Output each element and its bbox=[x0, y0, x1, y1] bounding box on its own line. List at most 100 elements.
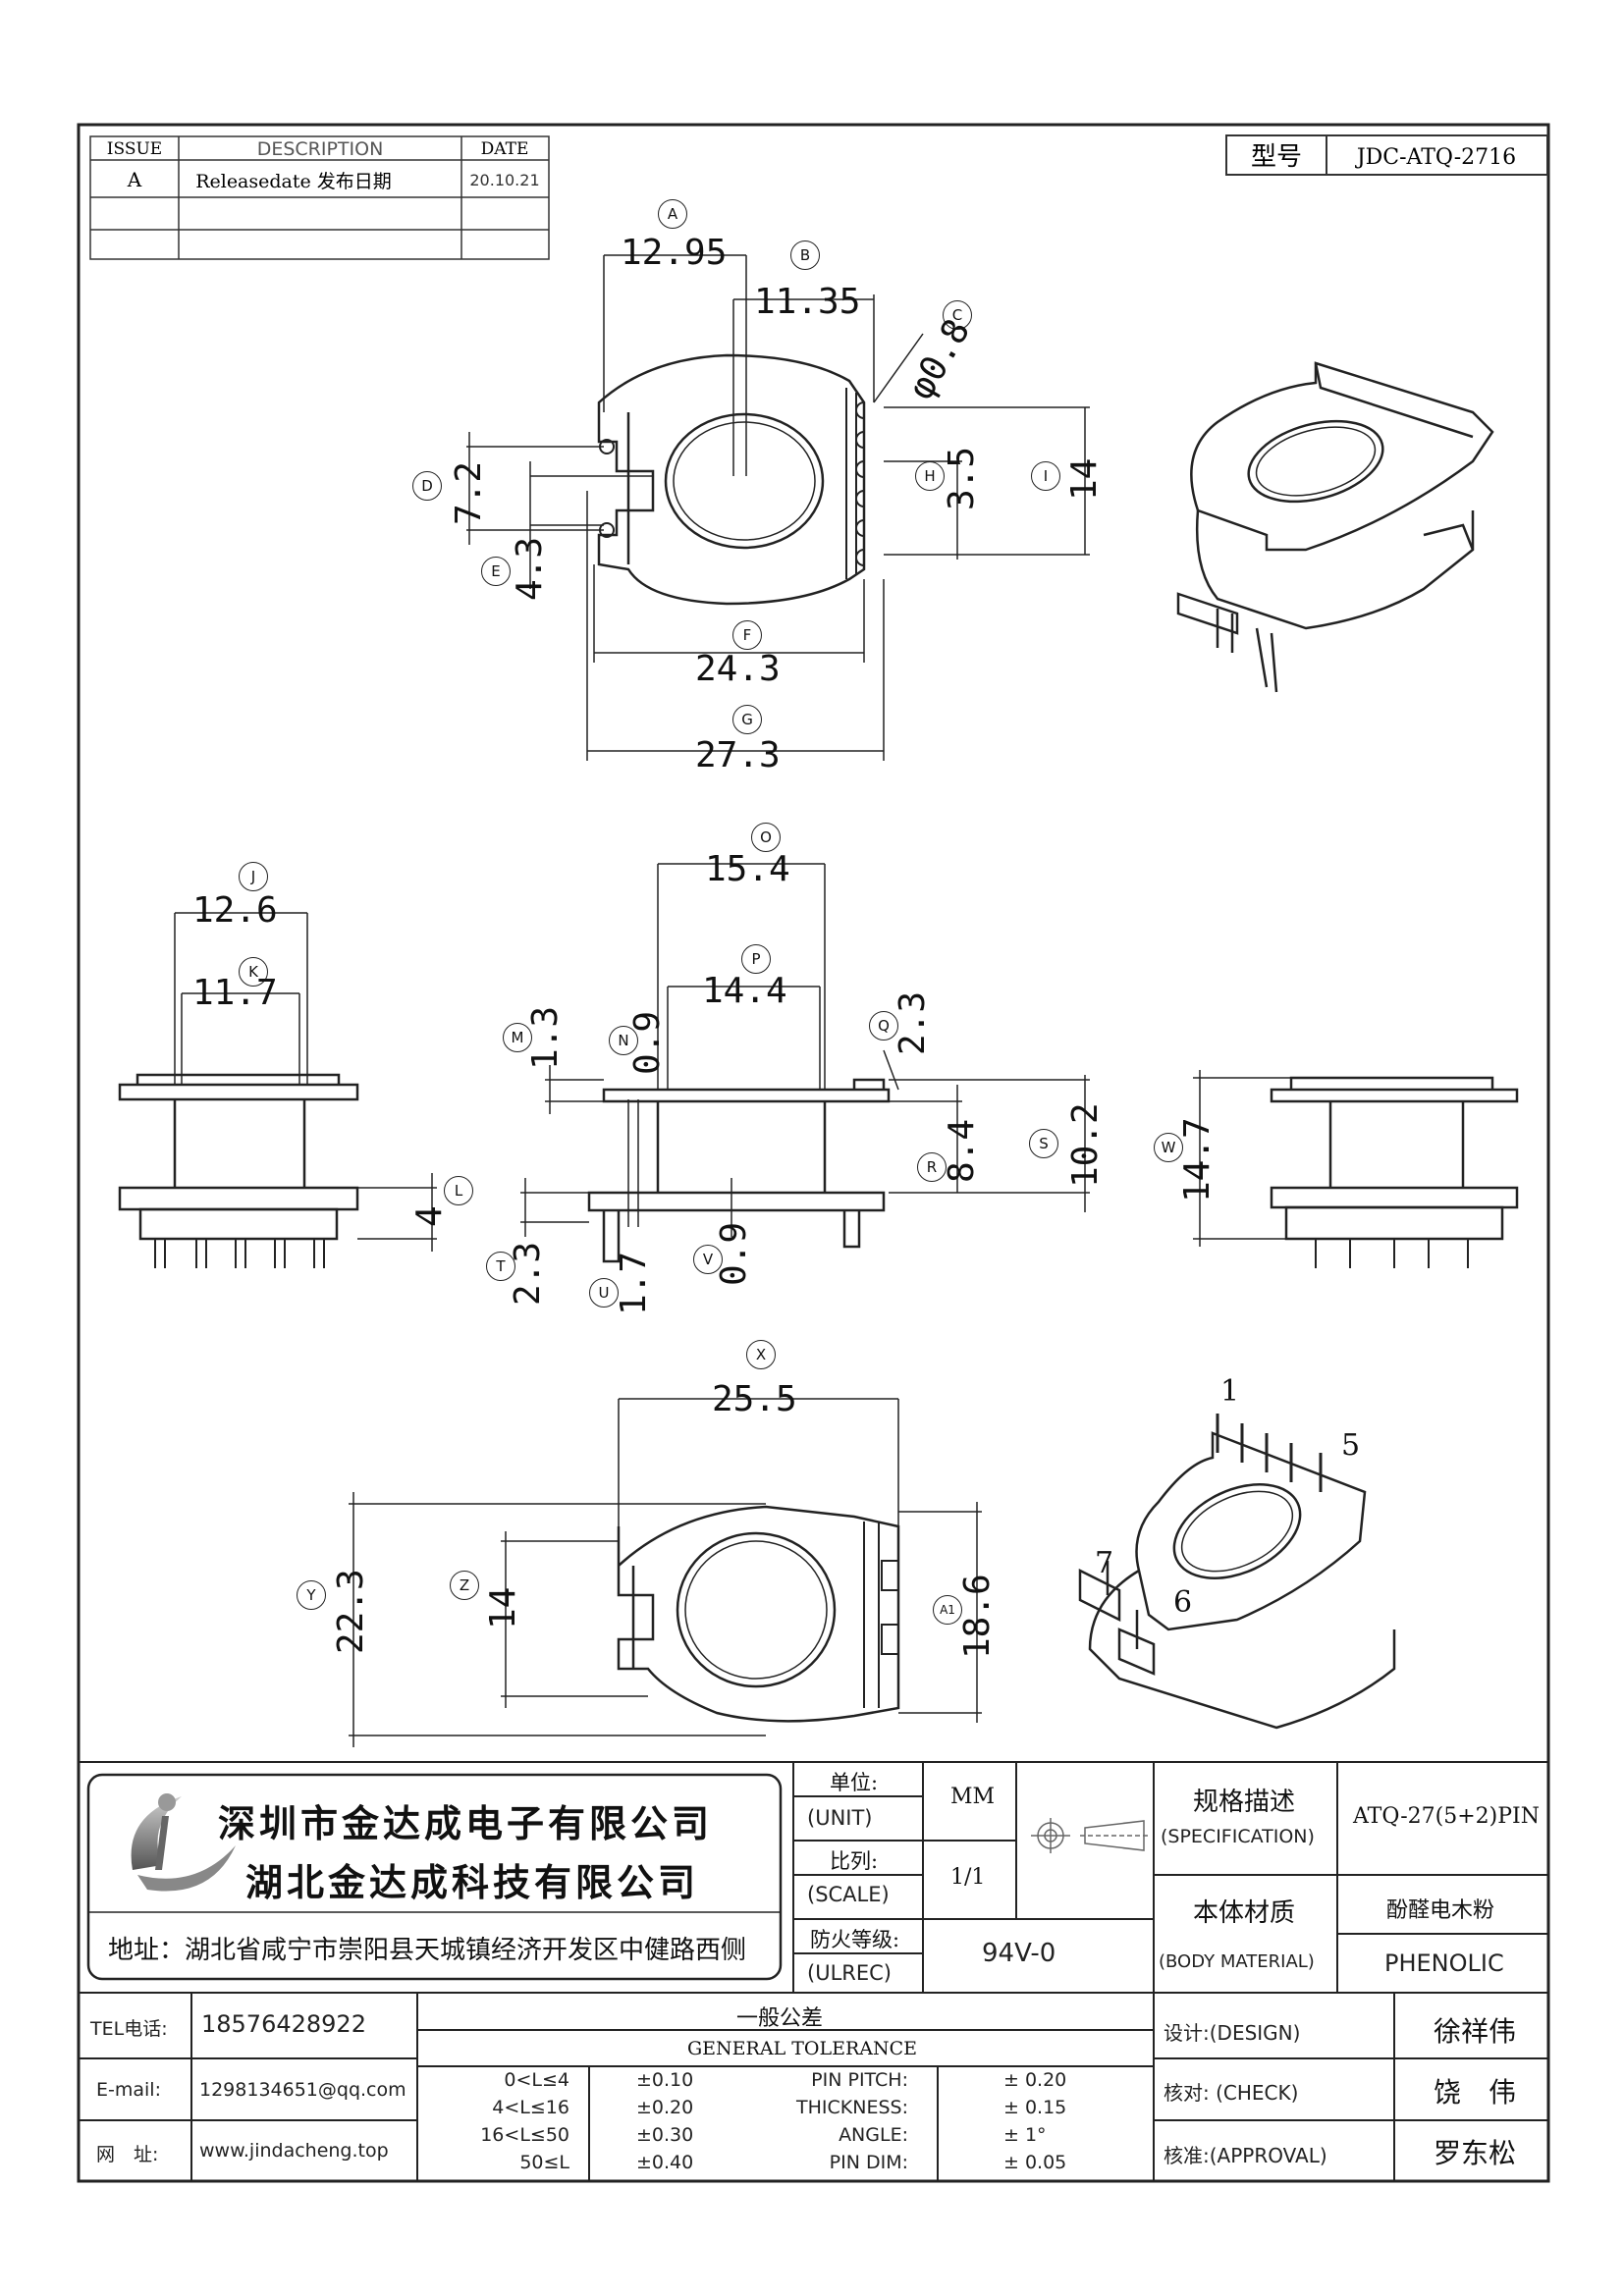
tolerance-title-en: GENERAL TOLERANCE bbox=[687, 2038, 918, 2059]
dim-j: 12.6 bbox=[192, 890, 278, 931]
top-view-dimension-lines bbox=[466, 254, 1090, 761]
pin-label-5: 5 bbox=[1341, 1428, 1361, 1463]
callout-e: E bbox=[481, 557, 511, 586]
rev-description-value: Releasedate 发布日期 bbox=[195, 171, 392, 192]
tol-value-0: ±0.10 bbox=[636, 2069, 694, 2091]
callout-m: M bbox=[503, 1023, 532, 1052]
dim-u: 1.7 bbox=[614, 1251, 654, 1315]
model-label: 型号 bbox=[1251, 142, 1302, 172]
dim-b: 11.35 bbox=[754, 282, 861, 322]
unit-label-en: (UNIT) bbox=[807, 1806, 873, 1830]
tol-range-0: 0<L≤4 bbox=[504, 2069, 569, 2091]
company-name-2: 湖北金达成科技有限公司 bbox=[245, 1861, 700, 1904]
email-value: 1298134651@qq.com bbox=[199, 2079, 406, 2101]
fire-label-en: (ULREC) bbox=[807, 1961, 892, 1985]
callout-r: R bbox=[917, 1152, 947, 1182]
fire-label: 防火等级: bbox=[810, 1928, 900, 1951]
bottom-view bbox=[617, 1505, 900, 1723]
callout-t: T bbox=[486, 1252, 515, 1281]
dim-n: 0.9 bbox=[627, 1010, 668, 1075]
design-name: 徐祥伟 bbox=[1434, 2015, 1517, 2048]
unit-value: MM bbox=[950, 1785, 996, 1809]
design-label: 设计:(DESIGN) bbox=[1164, 2021, 1301, 2045]
spec-tol-name-1: THICKNESS: bbox=[796, 2097, 908, 2118]
dim-y: 22.3 bbox=[331, 1569, 371, 1654]
pin-label-1: 1 bbox=[1220, 1374, 1240, 1409]
model-box bbox=[1225, 134, 1548, 176]
callout-x: X bbox=[746, 1340, 776, 1369]
dim-q: 2.3 bbox=[893, 990, 933, 1055]
callout-p: P bbox=[741, 944, 771, 974]
company-logo bbox=[131, 1793, 236, 1892]
dim-s: 10.2 bbox=[1065, 1102, 1106, 1188]
callout-k: K bbox=[239, 957, 268, 987]
tel-value: 18576428922 bbox=[201, 2010, 366, 2038]
email-label: E-mail: bbox=[96, 2079, 161, 2101]
company-address: 地址：湖北省咸宁市崇阳县天城镇经济开发区中健路西侧 bbox=[108, 1936, 747, 1965]
dim-o: 15.4 bbox=[705, 849, 790, 889]
iso-view-bottom bbox=[1078, 1414, 1396, 1730]
side-view-right bbox=[1270, 1076, 1519, 1268]
rev-header-date: DATE bbox=[481, 139, 529, 159]
tel-label: TEL电话: bbox=[90, 2018, 168, 2040]
dim-i: 14 bbox=[1064, 457, 1105, 501]
top-view bbox=[597, 353, 866, 606]
callout-b: B bbox=[790, 240, 820, 270]
callout-d: D bbox=[412, 471, 442, 501]
dim-d: 7.2 bbox=[449, 460, 489, 525]
dim-p: 14.4 bbox=[702, 971, 787, 1011]
unit-label: 单位: bbox=[830, 1771, 879, 1794]
spec-tol-name-3: PIN DIM: bbox=[829, 2152, 908, 2173]
dim-t: 2.3 bbox=[508, 1241, 548, 1306]
callout-a1: A1 bbox=[933, 1595, 962, 1625]
check-name: 饶 伟 bbox=[1434, 2076, 1517, 2109]
callout-w: W bbox=[1154, 1133, 1183, 1162]
dim-e: 4.3 bbox=[510, 536, 550, 601]
tol-range-3: 50≤L bbox=[519, 2152, 569, 2173]
spec-tol-name-2: ANGLE: bbox=[839, 2124, 908, 2146]
callout-j: J bbox=[239, 862, 268, 891]
tol-range-2: 16<L≤50 bbox=[480, 2124, 569, 2146]
callout-y: Y bbox=[297, 1580, 326, 1610]
dim-g: 27.3 bbox=[695, 735, 781, 775]
dim-v: 0.9 bbox=[714, 1221, 754, 1286]
material-value-en: PHENOLIC bbox=[1384, 1949, 1504, 1977]
web-label: 网 址: bbox=[96, 2144, 159, 2165]
dim-w: 14.7 bbox=[1177, 1117, 1218, 1202]
dim-a: 12.95 bbox=[621, 233, 728, 273]
scale-value: 1/1 bbox=[950, 1865, 986, 1890]
bottom-view-dims bbox=[349, 1398, 982, 1747]
scale-label-en: (SCALE) bbox=[807, 1883, 890, 1906]
side-view-left bbox=[118, 1073, 359, 1268]
sheet-border bbox=[77, 123, 1550, 2183]
spec-tol-name-0: PIN PITCH: bbox=[811, 2069, 908, 2091]
tol-value-2: ±0.30 bbox=[636, 2124, 694, 2146]
callout-c: C bbox=[943, 300, 972, 330]
revision-table bbox=[89, 135, 550, 260]
side-view-right-dims bbox=[1193, 1070, 1291, 1247]
dim-z: 14 bbox=[483, 1586, 523, 1629]
material-value-cn: 酚醛电木粉 bbox=[1386, 1898, 1495, 1923]
dim-k: 11.7 bbox=[192, 973, 278, 1013]
callout-i: I bbox=[1031, 461, 1060, 491]
side-view-center-dims bbox=[520, 863, 1090, 1237]
callout-f: F bbox=[732, 620, 762, 650]
pin-label-6: 6 bbox=[1173, 1585, 1193, 1620]
iso-view-top bbox=[1176, 361, 1494, 693]
callout-n: N bbox=[609, 1026, 638, 1055]
callout-v: V bbox=[693, 1245, 723, 1274]
callout-a: A bbox=[658, 199, 687, 229]
callout-g: G bbox=[732, 705, 762, 734]
material-label-en: (BODY MATERIAL) bbox=[1159, 1951, 1315, 1972]
side-view-left-dims bbox=[174, 912, 437, 1252]
spec-value: ATQ-27(5+2)PIN bbox=[1353, 1804, 1540, 1829]
dim-a1: 18.6 bbox=[957, 1574, 998, 1659]
callout-u: U bbox=[589, 1278, 619, 1308]
rev-header-issue: ISSUE bbox=[107, 139, 162, 159]
callout-h: H bbox=[915, 461, 945, 491]
rev-date-value: 20.10.21 bbox=[469, 171, 539, 189]
dim-h: 3.5 bbox=[942, 446, 982, 510]
tol-value-3: ±0.40 bbox=[636, 2152, 694, 2173]
spec-tol-value-1: ± 0.15 bbox=[1003, 2097, 1067, 2118]
